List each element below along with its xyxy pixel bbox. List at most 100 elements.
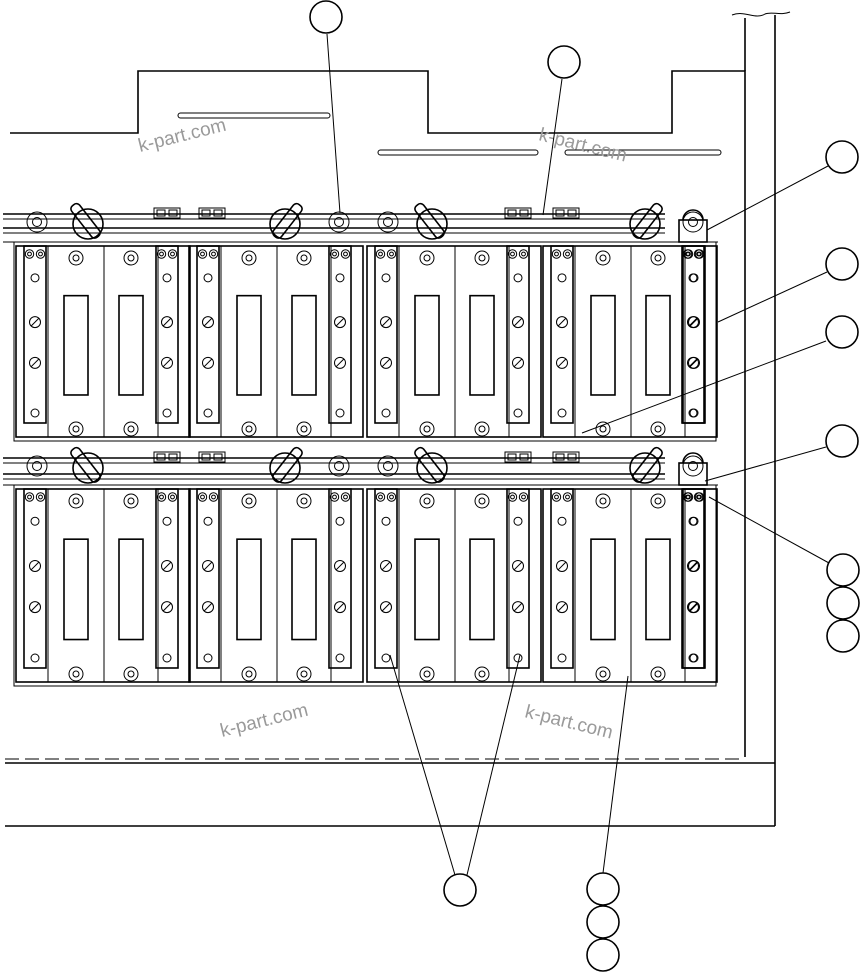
switch-module-2 xyxy=(188,451,364,683)
leader-8a xyxy=(389,654,456,876)
switch-module-3 xyxy=(366,207,542,438)
window xyxy=(63,538,89,641)
lug-hole xyxy=(296,421,312,437)
lug-hole xyxy=(123,493,139,509)
terminal-strip-right xyxy=(506,488,530,669)
terminal-strip-right xyxy=(328,245,352,424)
lug-hole xyxy=(296,666,312,682)
switch-module-3 xyxy=(366,451,542,683)
bus-terminal xyxy=(328,455,350,477)
toggle-switch-2 xyxy=(269,446,303,484)
terminal-hole xyxy=(30,653,40,663)
slotted-screw xyxy=(512,601,524,614)
bus-terminal xyxy=(26,211,48,233)
terminal-hole xyxy=(162,408,172,418)
lug-hole xyxy=(474,666,490,682)
toggle-switch-3 xyxy=(414,446,448,484)
module-housing xyxy=(15,488,191,683)
watermark-3: k-part.com xyxy=(218,700,310,742)
slotted-screw xyxy=(556,601,568,614)
terminal-hole xyxy=(518,249,529,259)
terminal-hole xyxy=(167,249,178,259)
slotted-screw xyxy=(556,356,568,369)
terminal-hole xyxy=(162,273,172,283)
lug-hole xyxy=(296,493,312,509)
slotted-screw xyxy=(202,316,214,329)
terminal-strip-left xyxy=(23,488,47,669)
lug-hole xyxy=(650,250,666,266)
slotted-screw xyxy=(161,316,173,329)
end-terminal xyxy=(678,209,708,424)
terminal-hole xyxy=(203,653,213,663)
terminal-strip-right xyxy=(682,245,706,424)
terminal-hole xyxy=(513,408,523,418)
terminal-hole xyxy=(329,249,340,259)
terminal-hole xyxy=(335,408,345,418)
terminal-hole xyxy=(688,273,698,283)
leader-5 xyxy=(581,340,827,434)
terminal-hole xyxy=(513,653,523,663)
terminal-hole xyxy=(208,492,219,502)
terminal-hole xyxy=(513,516,523,526)
terminal-hole xyxy=(381,408,391,418)
terminal-hole xyxy=(381,516,391,526)
terminal-hole xyxy=(329,492,340,502)
terminal-hole xyxy=(203,408,213,418)
callout-balloon-9 xyxy=(826,619,860,653)
leader-7 xyxy=(708,496,830,564)
slotted-screw xyxy=(687,559,699,572)
terminal-hole xyxy=(35,249,46,259)
slotted-screw xyxy=(334,601,346,614)
terminal-hole xyxy=(167,492,178,502)
lug-hole xyxy=(241,493,257,509)
callout-balloon-10 xyxy=(443,873,477,907)
terminal-hole xyxy=(156,249,167,259)
window xyxy=(469,538,495,641)
slotted-screw xyxy=(380,316,392,329)
switch-module-1 xyxy=(15,451,191,683)
leader-6 xyxy=(704,446,827,482)
terminal-strip-left xyxy=(196,488,220,669)
lug-hole xyxy=(241,421,257,437)
terminal-hole xyxy=(24,249,35,259)
top-bracket xyxy=(153,451,181,463)
terminal-hole xyxy=(557,516,567,526)
slotted-screw xyxy=(202,356,214,369)
top-bracket xyxy=(504,451,532,463)
toggle-lever xyxy=(70,202,101,239)
terminal-hole xyxy=(682,249,693,259)
end-terminal xyxy=(678,452,708,669)
lug-hole xyxy=(68,666,84,682)
toggle-lever xyxy=(272,446,303,483)
module-housing xyxy=(188,488,364,683)
toggle-lever xyxy=(70,446,101,483)
callout-balloon-2 xyxy=(547,45,581,79)
housing-frame xyxy=(5,11,791,827)
panel-left xyxy=(574,488,632,683)
leader-2 xyxy=(542,78,563,216)
slotted-screw xyxy=(512,316,524,329)
panel-right xyxy=(630,245,686,438)
leader-3 xyxy=(706,165,829,231)
lug-hole xyxy=(123,421,139,437)
toggle-switch-4 xyxy=(629,446,663,484)
window xyxy=(236,538,262,641)
panel-right xyxy=(103,245,159,438)
terminal-hole xyxy=(557,408,567,418)
terminal-hole xyxy=(682,492,693,502)
terminal-hole xyxy=(162,653,172,663)
slotted-screw xyxy=(29,356,41,369)
leader-4 xyxy=(717,271,828,323)
terminal-hole xyxy=(203,273,213,283)
terminal-hole xyxy=(688,516,698,526)
terminal-hole xyxy=(375,492,386,502)
switch-module-4 xyxy=(542,451,718,683)
panel-right xyxy=(454,488,510,683)
slotted-screw xyxy=(334,316,346,329)
lug-hole xyxy=(123,250,139,266)
panel-right xyxy=(276,245,332,438)
rod-1 xyxy=(177,112,331,119)
panel-left xyxy=(574,245,632,438)
terminal-hole xyxy=(381,273,391,283)
